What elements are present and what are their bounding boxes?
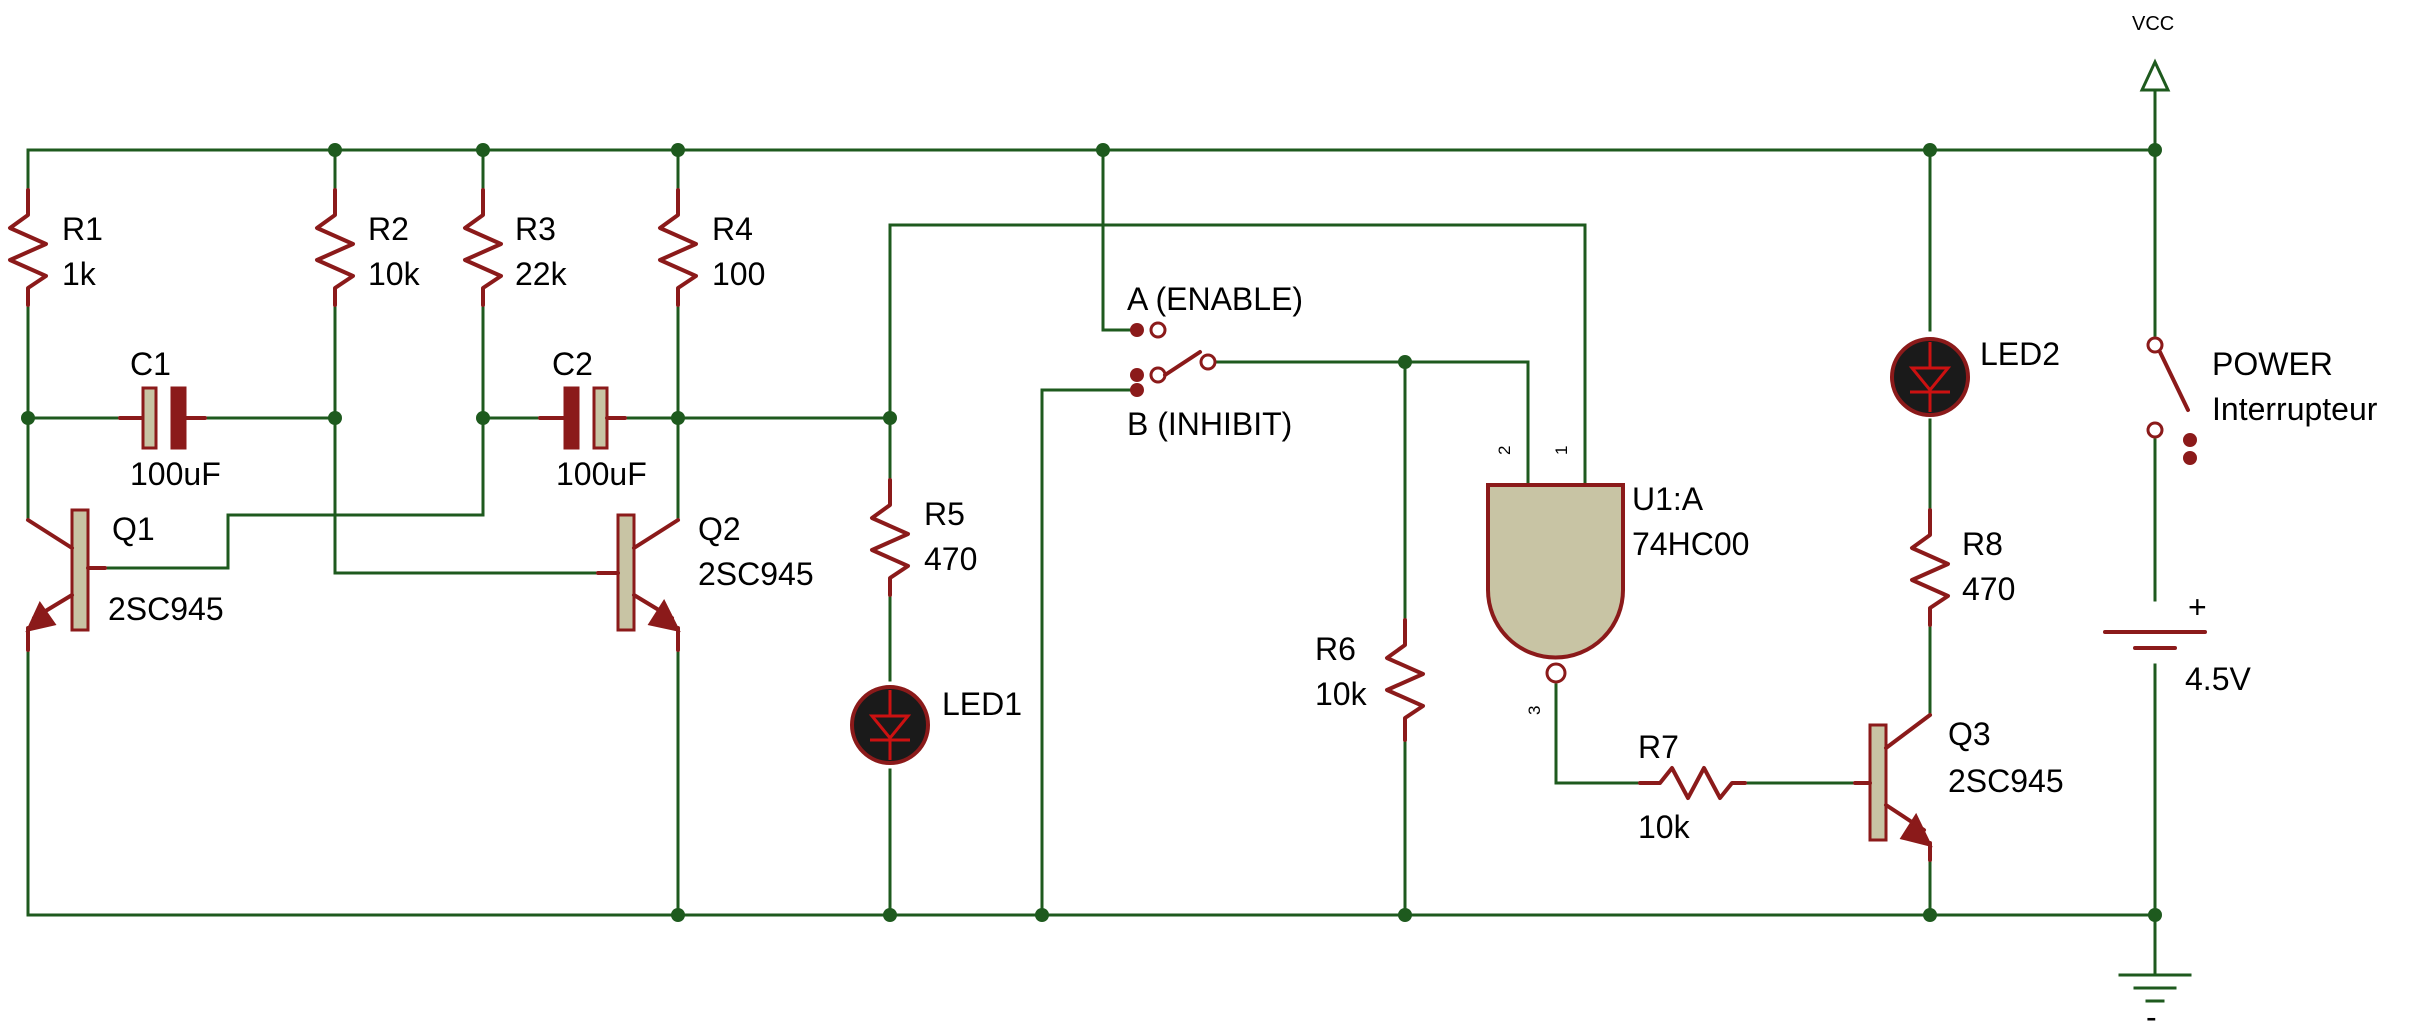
q3-transistor: Q3 2SC945	[1853, 713, 2064, 862]
battery: + 4.5V	[2103, 589, 2251, 697]
r1-value: 1k	[62, 256, 97, 292]
u1-pin-1: 1	[1552, 446, 1571, 455]
r7-resistor: R7 10k	[1638, 729, 1747, 845]
r8-value: 470	[1962, 571, 2015, 607]
r3-resistor: R3 22k	[463, 188, 568, 307]
r6-resistor: R6 10k	[1315, 618, 1425, 742]
c1-value: 100uF	[130, 456, 221, 492]
junctions	[21, 143, 2162, 922]
r1-ref: R1	[62, 211, 103, 247]
c2-ref: C2	[552, 346, 593, 382]
led2-ref: LED2	[1980, 336, 2060, 372]
r2-ref: R2	[368, 211, 409, 247]
q3-value: 2SC945	[1948, 763, 2064, 799]
c1-ref: C1	[130, 346, 171, 382]
q2-ref: Q2	[698, 511, 741, 547]
q1-transistor: Q1 2SC945	[25, 508, 224, 652]
r2-value: 10k	[368, 256, 421, 292]
led1: LED1	[850, 685, 1022, 765]
led2: LED2	[1890, 336, 2060, 417]
power-switch-label: POWER	[2212, 346, 2333, 382]
power-switch: POWER Interrupteur	[2146, 336, 2378, 465]
r4-ref: R4	[712, 211, 753, 247]
q2-transistor: Q2 2SC945	[596, 511, 814, 652]
c2-value: 100uF	[556, 456, 647, 492]
led1-ref: LED1	[942, 686, 1022, 722]
ab-switch-a-label: A (ENABLE)	[1127, 281, 1303, 317]
r5-value: 470	[924, 541, 977, 577]
r7-ref: R7	[1638, 729, 1679, 765]
r1-resistor: R1 1k	[8, 188, 103, 307]
ground-label: -	[2146, 999, 2157, 1033]
r6-value: 10k	[1315, 676, 1368, 712]
power-switch-sublabel: Interrupteur	[2212, 391, 2378, 427]
r3-ref: R3	[515, 211, 556, 247]
r4-value: 100	[712, 256, 765, 292]
r5-ref: R5	[924, 496, 965, 532]
vcc-label: VCC	[2132, 13, 2174, 35]
r8-ref: R8	[1962, 526, 2003, 562]
u1-value: 74HC00	[1632, 526, 1749, 562]
u1-ref: U1:A	[1632, 481, 1704, 517]
c2-capacitor: C2 100uF	[538, 346, 647, 492]
r2-resistor: R2 10k	[315, 188, 421, 307]
ab-switch: A (ENABLE) B (INHIBIT)	[1127, 281, 1303, 442]
battery-value: 4.5V	[2185, 661, 2251, 697]
ab-switch-b-label: B (INHIBIT)	[1127, 406, 1292, 442]
r4-resistor: R4 100	[658, 188, 765, 307]
r3-value: 22k	[515, 256, 568, 292]
u1-pin-3: 3	[1525, 706, 1544, 715]
vcc-terminal: VCC	[2132, 13, 2174, 92]
u1-nand-gate: 2 1 3 U1:A 74HC00	[1486, 446, 1749, 715]
r6-ref: R6	[1315, 631, 1356, 667]
q1-value: 2SC945	[108, 591, 224, 627]
wires	[26, 88, 2157, 977]
c1-capacitor: C1 100uF	[118, 346, 221, 492]
r8-resistor: R8 470	[1910, 508, 2015, 627]
r5-resistor: R5 470	[870, 478, 977, 597]
q1-ref: Q1	[112, 511, 155, 547]
q3-ref: Q3	[1948, 716, 1991, 752]
q2-value: 2SC945	[698, 556, 814, 592]
r7-value: 10k	[1638, 809, 1691, 845]
ground-symbol: -	[2118, 973, 2192, 1033]
battery-polarity: +	[2188, 589, 2207, 625]
u1-pin-2: 2	[1495, 446, 1514, 455]
